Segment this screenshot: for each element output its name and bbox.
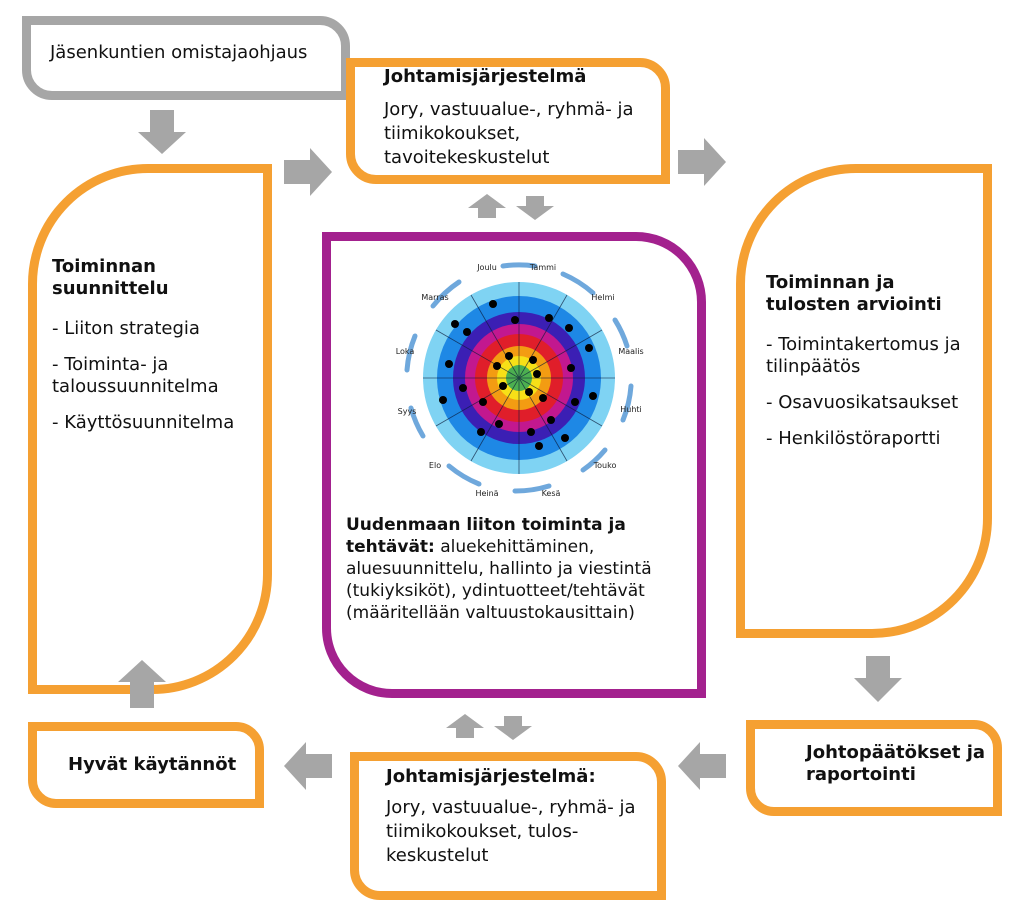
month-label: Syys [398,407,417,416]
month-label: Joulu [476,263,497,272]
top-management-body: Jory, vastuualue-, ryhmä- ja tiimikokouk… [384,99,634,168]
arrow-left-icon [678,742,726,790]
arrow-down-icon [854,656,902,702]
month-labels: Tammi Helmi Maalis Huhti Touko Kesä Hein… [396,263,644,498]
conclusions-box [746,720,1002,816]
planning-item: - Toiminta- ja taloussuunnitelma [52,354,219,397]
month-label: Maalis [618,347,643,356]
center-title: Uudenmaan liiton toiminta ja tehtävät: [346,515,626,557]
conclusions-label: Johtopäätökset ja raportointi [806,742,986,785]
planning-title: Toiminnan suunnittelu [52,256,169,299]
month-label: Loka [396,347,415,356]
center-text: Uudenmaan liiton toiminta ja tehtävät: a… [346,514,686,624]
year-wheel: Tammi Helmi Maalis Huhti Touko Kesä Hein… [396,262,644,498]
center-body: aluekehittäminen, aluesuunnittelu, halli… [346,537,652,623]
wheel-spokes [423,282,615,474]
planning-item: - Käyttösuunnitelma [52,412,235,433]
wheel-dots [439,300,597,450]
month-label: Helmi [591,293,614,302]
planning-item: - Liiton strategia [52,318,200,339]
arrow-down-icon [494,716,532,740]
bottom-management-box [350,752,666,900]
evaluation-item: - Osavuosikatsaukset [766,392,959,413]
arrow-right-icon [284,148,332,196]
practices-label: Hyvät käytännöt [68,754,237,775]
month-label: Tammi [529,263,556,272]
top-management-title: Johtamisjärjestelmä [384,66,587,87]
bottom-management-title: Johtamisjärjestelmä: [386,766,596,787]
evaluation-title: Toiminnan ja tulosten arviointi [766,272,942,315]
month-label: Touko [593,461,617,470]
month-label: Heinä [475,489,498,498]
evaluation-content: Toiminnan ja tulosten arviointi - Toimin… [766,272,981,464]
arrow-left-icon [284,742,332,790]
top-management-box [346,58,670,184]
owner-guidance-label: Jäsenkuntien omistajaohjaus [50,42,308,63]
evaluation-box [736,164,992,638]
bottom-management-body: Jory, vastuualue-, ryhmä- ja tiimikokouk… [386,797,636,866]
evaluation-item: - Toimintakertomus ja tilinpäätös [766,334,961,377]
arrow-right-icon [678,138,726,186]
month-label: Elo [429,461,441,470]
cycle-arrows [404,262,634,494]
arrow-down-icon [138,110,186,154]
planning-box [28,164,272,694]
evaluation-item: - Henkilöstöraportti [766,428,941,449]
practices-box [28,722,264,808]
arrow-up-icon [468,194,506,218]
arrow-down-icon [516,196,554,220]
owner-guidance-box [22,16,350,100]
arrow-up-icon [446,714,484,738]
arrow-up-icon [118,660,166,708]
planning-content: Toiminnan suunnittelu - Liiton strategia… [52,256,257,448]
month-label: Marras [421,293,448,302]
month-label: Kesä [542,489,561,498]
month-label: Huhti [620,405,642,414]
